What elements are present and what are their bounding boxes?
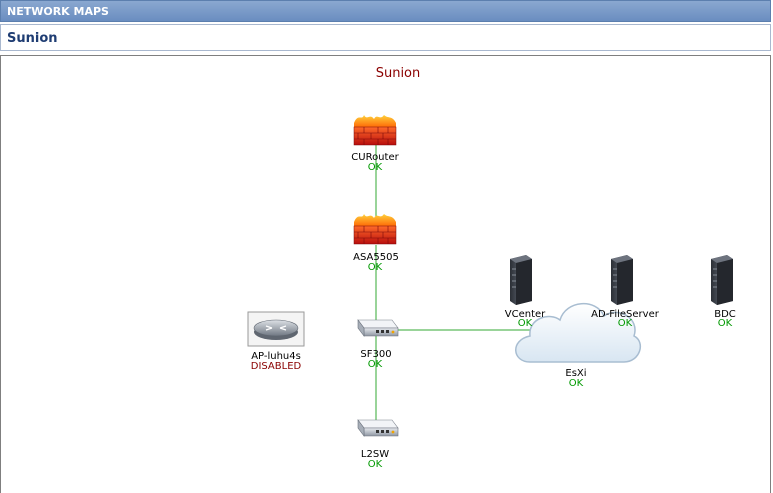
node-label-sf300[interactable]: SF300 [360,349,392,360]
node-label-vcenter[interactable]: VCenter [504,309,546,320]
node-label-ap[interactable]: AP-luhu4s [251,351,301,362]
node-label-asa5505[interactable]: ASA5505 [353,252,399,263]
node-label-curouter[interactable]: CURouter [351,152,399,163]
firewall-icon[interactable] [353,115,397,146]
node-status-adfs: OK [617,318,633,329]
server-icon[interactable] [611,255,633,305]
node-status-asa5505: OK [367,262,383,273]
map-name: Sunion [7,31,58,46]
switch-icon[interactable] [357,419,399,437]
map-title: Sunion [375,66,421,81]
node-status-sf300: OK [367,359,383,370]
router-icon[interactable] [247,311,305,347]
map-name-bar: Sunion [0,24,771,51]
firewall-icon[interactable] [353,214,397,245]
node-status-esxi: OK [568,378,584,389]
node-label-esxi[interactable]: EsXi [565,368,587,379]
header-title: NETWORK MAPS [7,5,109,18]
node-status-vcenter: OK [517,318,533,329]
server-icon[interactable] [711,255,733,305]
server-icon[interactable] [510,255,532,305]
node-status-ap: DISABLED [250,361,302,372]
node-label-adfs[interactable]: AD-FileServer [591,309,659,320]
node-status-bdc: OK [717,318,733,329]
cloud-icon[interactable] [515,302,642,363]
node-status-curouter: OK [367,162,383,173]
node-status-l2sw: OK [367,459,383,470]
network-maps-header: NETWORK MAPS [0,0,771,22]
node-label-bdc[interactable]: BDC [714,309,736,320]
node-label-l2sw[interactable]: L2SW [360,449,390,460]
switch-icon[interactable] [357,319,399,337]
